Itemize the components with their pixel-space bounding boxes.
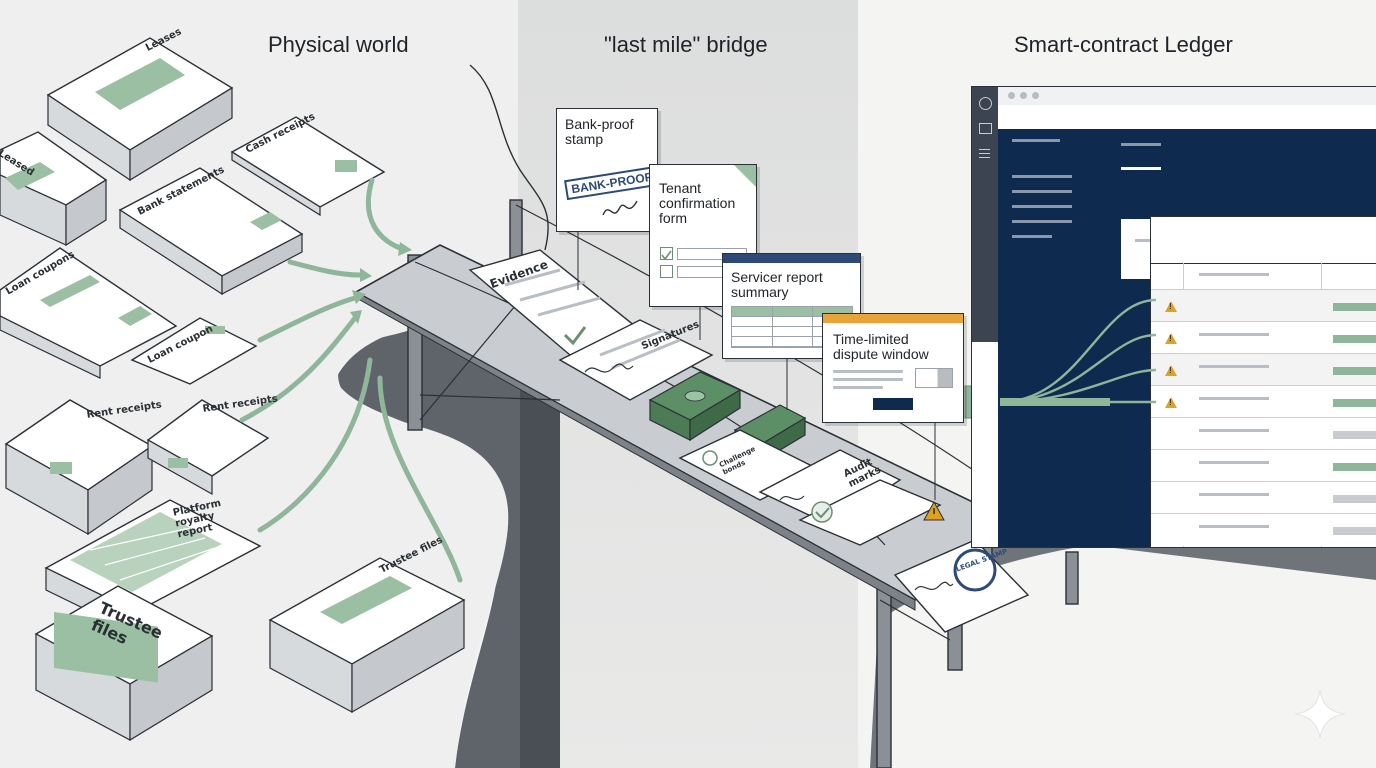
check-icon (563, 326, 587, 346)
warning-icon (923, 500, 945, 521)
checkbox-unchecked (660, 265, 673, 278)
bridge-title: "last mile" bridge (604, 32, 768, 57)
document-loan-coupon (130, 317, 258, 385)
status-pill (1333, 303, 1376, 311)
bridge-document-signatures (558, 319, 714, 401)
status-pill (1333, 463, 1376, 471)
flow-arrows (239, 177, 463, 583)
left-cliff (335, 300, 520, 768)
status-pill (1333, 335, 1376, 343)
folder-icon (979, 123, 992, 134)
card-titlebar (823, 314, 963, 323)
bridge-post (1065, 551, 1079, 605)
cash-bundle-icon (648, 371, 742, 442)
status-pill (1333, 495, 1376, 503)
document-stack-leased (0, 131, 108, 247)
ledger-nav (998, 129, 1107, 547)
physical-world-title: Physical world (268, 32, 409, 57)
document-stack-trustee-files-1 (34, 585, 214, 742)
check-icon (815, 507, 830, 519)
crack-line (469, 64, 549, 251)
card-tether-lines (577, 232, 936, 500)
signature-icon (914, 581, 954, 591)
signature-icon (584, 363, 634, 373)
sparkle-icon (1294, 689, 1346, 739)
bridge-strut (419, 299, 951, 641)
toggle-control (915, 368, 953, 388)
document-stack-rent-receipts-1 (4, 399, 154, 536)
document-stack-rent-receipts-2 (146, 399, 270, 496)
status-pill (1333, 527, 1376, 535)
check-icon (661, 250, 672, 261)
legal-stamp-document (893, 539, 1030, 633)
status-pill (1333, 399, 1376, 407)
warning-icon (1165, 365, 1177, 376)
document-stack-bank-statements (118, 167, 304, 296)
signature-icon (779, 495, 805, 501)
warning-icon (1165, 333, 1177, 344)
dispute-window-card: Time-limited dispute window (822, 313, 964, 423)
bridge-document-audit (758, 449, 942, 546)
status-pill (1333, 431, 1376, 439)
warning-icon (1165, 397, 1177, 408)
ledger-table (1150, 216, 1376, 548)
ledger-title: Smart-contract Ledger (1014, 32, 1233, 57)
bank-proof-title: Bank-proof stamp (565, 116, 634, 147)
document-stack-loan-coupons (0, 247, 178, 379)
document-stack-cash-receipts (230, 116, 386, 217)
servicer-report-title: Servicer report summary (731, 269, 823, 300)
status-pill (1333, 367, 1376, 375)
ledger-sidebar (972, 87, 998, 342)
signature-icon (602, 200, 638, 216)
submit-button (873, 398, 913, 410)
bank-proof-card: Bank-proof stamp BANK-PROOF (556, 108, 660, 232)
warning-icon (1165, 301, 1177, 312)
chasm-wall (520, 300, 560, 768)
document-stack-trustee-files-2 (268, 557, 466, 714)
flow-arrowheads (350, 242, 412, 324)
menu-icon (979, 149, 990, 151)
dispute-window-title: Time-limited dispute window (833, 331, 929, 362)
card-titlebar (723, 254, 860, 263)
checkbox-checked (660, 247, 673, 261)
app-logo-icon (979, 97, 992, 110)
folded-corner (734, 165, 756, 187)
document-stack-leases-1 (46, 37, 234, 182)
tenant-form-title: Tenant confirmation form (659, 180, 736, 226)
